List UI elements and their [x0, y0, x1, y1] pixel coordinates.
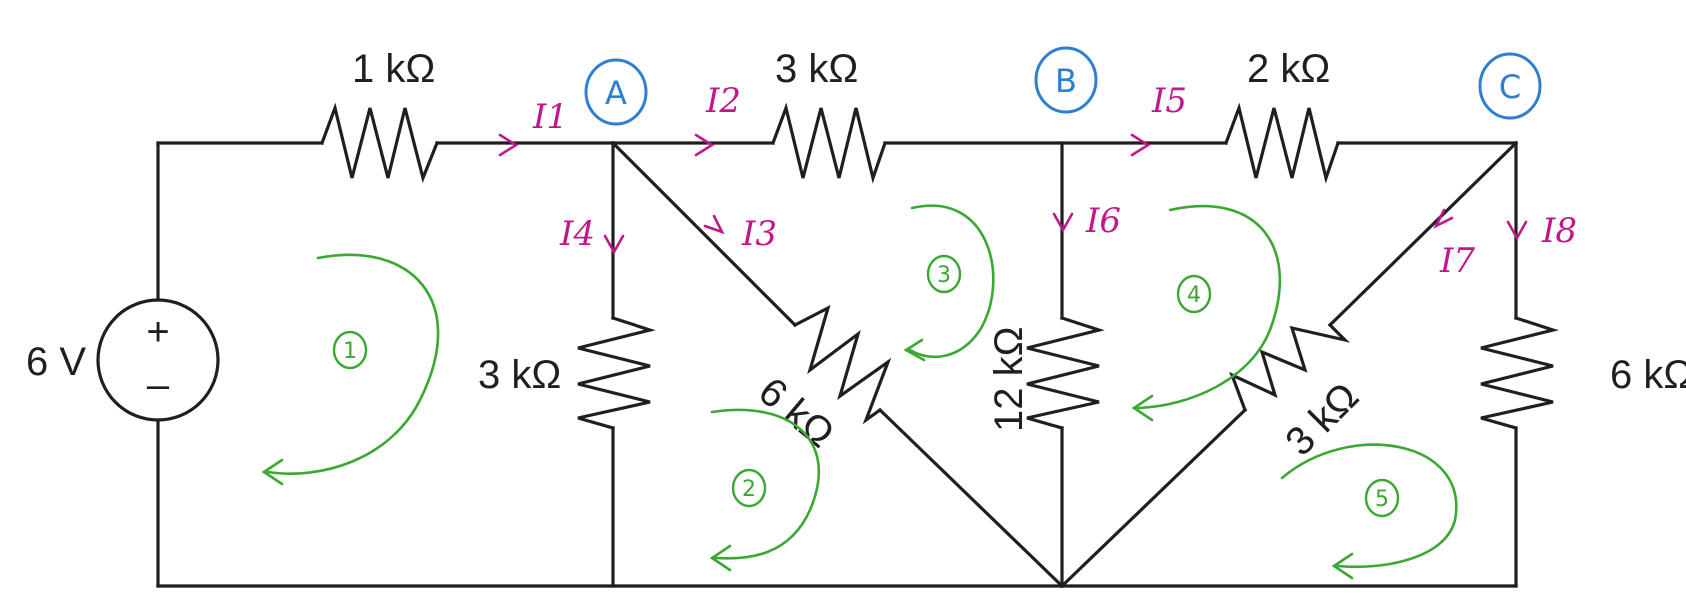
arrow-i4 — [603, 234, 625, 255]
loop-label-4: 4 — [1176, 274, 1212, 314]
arrow-i3 — [703, 214, 725, 235]
resistor-r7 — [1229, 322, 1351, 413]
loop-arrowhead-2 — [709, 544, 732, 572]
current-label-i5: I5 — [1151, 81, 1187, 121]
node-b-circle — [1034, 46, 1098, 114]
arrow-i2 — [694, 133, 715, 157]
loop-arrow-1 — [266, 253, 440, 475]
source-minus-sign: – — [147, 363, 170, 407]
loop-arrowhead-1 — [261, 458, 284, 486]
loop-arrow-4 — [1136, 204, 1281, 410]
loop-label-5-text: 5 — [1375, 487, 1389, 512]
current-arrows — [498, 133, 1528, 255]
loop-label-1-circle — [332, 330, 368, 370]
node-c-label: C — [1499, 68, 1521, 106]
resistor-r8 — [1480, 315, 1559, 430]
node-a-circle — [584, 58, 648, 126]
current-label-i3: I3 — [741, 214, 777, 254]
mesh-loops — [261, 204, 1458, 580]
wire-diag-c-bottom — [1059, 407, 1248, 589]
loop-arrow-2 — [710, 408, 821, 560]
current-label-i1: I1 — [532, 97, 568, 137]
loop-label-5-circle — [1364, 478, 1400, 518]
resistor-r4 — [577, 315, 656, 430]
loop-label-1: 1 — [332, 330, 368, 370]
resistor-r1 — [319, 102, 440, 184]
resistor-label-r2: 3 kΩ — [775, 47, 858, 91]
node-c-circle — [1478, 52, 1542, 120]
loop-arrow-3 — [908, 204, 995, 359]
arrow-i8 — [1506, 220, 1528, 241]
loop-arrowhead-5 — [1331, 552, 1354, 580]
loop-label-4-circle — [1176, 274, 1212, 314]
current-label-i2: I2 — [705, 81, 741, 121]
loop-arrowhead-3 — [903, 338, 926, 362]
resistor-r3 — [1223, 102, 1341, 184]
loop-label-3-circle — [926, 254, 962, 294]
resistor-label-r6: 12 kΩ — [987, 326, 1031, 432]
voltage-source-circle — [96, 298, 220, 422]
resistor-label-r7: 3 kΩ — [1277, 374, 1367, 464]
loop-label-3: 3 — [926, 254, 962, 294]
loop-label-2-text: 2 — [742, 477, 756, 502]
current-label-i7: I7 — [1439, 241, 1475, 281]
wire-diag-c — [1327, 140, 1519, 328]
arrow-i1 — [498, 133, 519, 157]
node-b-label: B — [1055, 62, 1077, 100]
loop-label-3-text: 3 — [937, 263, 951, 288]
resistor-r2 — [770, 102, 888, 184]
node-a: A — [584, 58, 648, 126]
arrow-i7 — [1433, 208, 1454, 229]
resistor-label-r3: 2 kΩ — [1247, 47, 1330, 91]
resistor-label-r1: 1 kΩ — [352, 47, 435, 91]
wire-diag-a-bottom — [877, 407, 1065, 589]
resistor-label-r4: 3 kΩ — [478, 353, 561, 397]
loop-label-5: 5 — [1364, 478, 1400, 518]
loop-label-1-text: 1 — [343, 339, 357, 364]
loop-arrowhead-4 — [1131, 394, 1154, 422]
current-label-i8: I8 — [1541, 211, 1577, 251]
node-c: C — [1478, 52, 1542, 120]
wires — [156, 140, 1519, 589]
node-b: B — [1034, 46, 1098, 114]
resistor-r5 — [792, 304, 892, 425]
arrow-i6 — [1052, 212, 1074, 233]
wire-diag-a — [610, 140, 798, 328]
loop-label-2: 2 — [731, 468, 767, 508]
resistor-r6 — [1026, 315, 1105, 430]
source-voltage-label: 6 V — [26, 340, 86, 384]
loop-label-2-circle — [731, 468, 767, 508]
source-plus-sign: + — [146, 310, 169, 354]
current-label-i4: I4 — [559, 214, 595, 254]
loop-arrow-5 — [1280, 443, 1458, 569]
current-label-i6: I6 — [1085, 201, 1121, 241]
loop-label-4-text: 4 — [1187, 283, 1201, 308]
resistor-label-r8: 6 kΩ — [1610, 353, 1686, 397]
node-a-label: A — [605, 74, 627, 112]
arrow-i5 — [1130, 133, 1151, 157]
